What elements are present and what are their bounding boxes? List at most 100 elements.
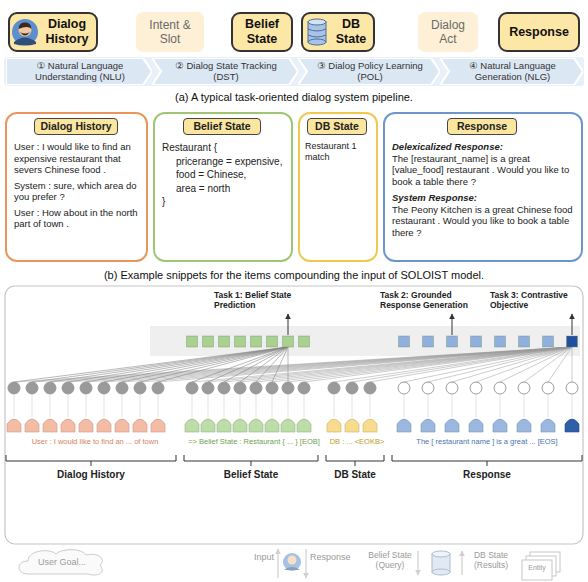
output-square — [399, 336, 410, 347]
token-link — [572, 394, 573, 417]
input-token — [25, 419, 39, 432]
segment-bracket — [6, 455, 176, 466]
node-text: Response — [504, 25, 574, 40]
output-square — [251, 336, 262, 347]
snippet-header: Dialog History — [34, 118, 118, 135]
attention-line — [140, 347, 288, 382]
hidden-state — [298, 382, 310, 394]
token-link — [14, 394, 15, 417]
token-link — [86, 394, 87, 417]
pipeline-box: Intent & Slot — [136, 12, 204, 52]
token-link — [524, 394, 525, 417]
input-token — [201, 419, 215, 432]
segment-label: DB State — [322, 469, 388, 481]
input-token — [61, 419, 75, 432]
attention-line — [158, 347, 572, 382]
hidden-state — [364, 382, 376, 394]
token-link — [304, 394, 305, 417]
caption: (b) Example snippets for the items compo… — [0, 269, 588, 282]
user-avatar — [12, 19, 38, 46]
input-token — [445, 419, 459, 432]
flow-label: Entity — [522, 564, 552, 572]
attention-line — [572, 347, 573, 382]
token-text: DB : ... <EOKB> — [326, 438, 388, 447]
node-text: food = Chinese, — [162, 168, 285, 182]
token-link — [68, 394, 69, 417]
token-text: => Belief State : Restaurant { ... } [EO… — [184, 438, 324, 447]
snippet-box: Restaurant {pricerange = expensive,food … — [153, 112, 293, 262]
flow-label: Belief State (Query) — [364, 550, 416, 570]
hidden-state — [116, 382, 128, 394]
input-token — [233, 419, 247, 432]
token-link — [104, 394, 105, 417]
attention-line — [68, 347, 572, 382]
node-text: Delexicalized Response: — [392, 141, 575, 153]
node-text: } — [162, 195, 285, 209]
hidden-state — [8, 382, 20, 394]
hidden-state — [26, 382, 38, 394]
token-link — [370, 394, 371, 417]
output-square — [495, 336, 506, 347]
task-arrow — [452, 314, 453, 335]
node-text: ① Natural Language Understanding (NLU) — [20, 61, 140, 83]
node-text: Dialog History — [42, 17, 92, 47]
token-link — [50, 394, 51, 417]
snippet-header: Response — [447, 118, 517, 135]
hidden-state — [62, 382, 74, 394]
input-token — [115, 419, 129, 432]
hidden-state — [218, 382, 230, 394]
node-text: System Response: — [392, 192, 575, 204]
node-text: DB State — [308, 121, 366, 132]
input-token — [281, 419, 295, 432]
token-link — [288, 394, 289, 417]
attention-line — [192, 347, 288, 382]
stage-arrow: ④ Natural Language Generation (NLG) — [440, 58, 583, 85]
task-arrow — [572, 314, 573, 335]
hidden-state — [282, 382, 294, 394]
token-link — [224, 394, 225, 417]
token-text: User : I would like to find an ... of to… — [6, 438, 184, 447]
snippet-header: Belief State — [183, 118, 261, 135]
token-link — [428, 394, 429, 417]
segment-bracket — [326, 455, 384, 466]
pipeline-box: Dialog History — [8, 12, 98, 52]
input-token — [397, 419, 411, 432]
node-text: Dialog Act — [426, 18, 470, 47]
hidden-state — [202, 382, 214, 394]
cloud-outline — [19, 550, 102, 575]
hidden-state — [422, 382, 434, 394]
attention-line — [32, 347, 572, 382]
output-square — [299, 336, 310, 347]
hidden-state — [186, 382, 198, 394]
input-token — [43, 419, 57, 432]
input-token — [565, 419, 579, 432]
hidden-state — [152, 382, 164, 394]
attention-line — [122, 347, 572, 382]
hidden-state — [346, 382, 358, 394]
segment-label: Belief State — [184, 469, 318, 481]
node-text: Belief State — [184, 121, 260, 132]
hidden-state — [398, 382, 410, 394]
attention-line — [476, 347, 572, 382]
attention-line — [104, 347, 288, 382]
hidden-state — [446, 382, 458, 394]
node-text: System : sure, which area do you prefer … — [14, 180, 140, 203]
token-text: The [ restaurant name ] is a great ... [… — [392, 438, 582, 447]
node-text: User : I would like to find an expensive… — [14, 141, 140, 176]
token-link — [240, 394, 241, 417]
caption: (a) A typical task-oriented dialog syste… — [0, 91, 588, 104]
attention-line — [288, 347, 572, 382]
attention-line — [208, 347, 572, 382]
node-text: pricerange = expensive, — [162, 155, 285, 169]
attention-line — [86, 347, 572, 382]
attention-line — [428, 347, 572, 382]
attention-line — [104, 347, 572, 382]
attention-line — [288, 347, 289, 382]
node-text: area = north — [162, 182, 285, 196]
token-link — [208, 394, 209, 417]
node-text: Belief State — [237, 17, 287, 47]
hidden-state — [134, 382, 146, 394]
token-link — [32, 394, 33, 417]
task-label: Task 2: Grounded Response Generation — [380, 290, 482, 310]
